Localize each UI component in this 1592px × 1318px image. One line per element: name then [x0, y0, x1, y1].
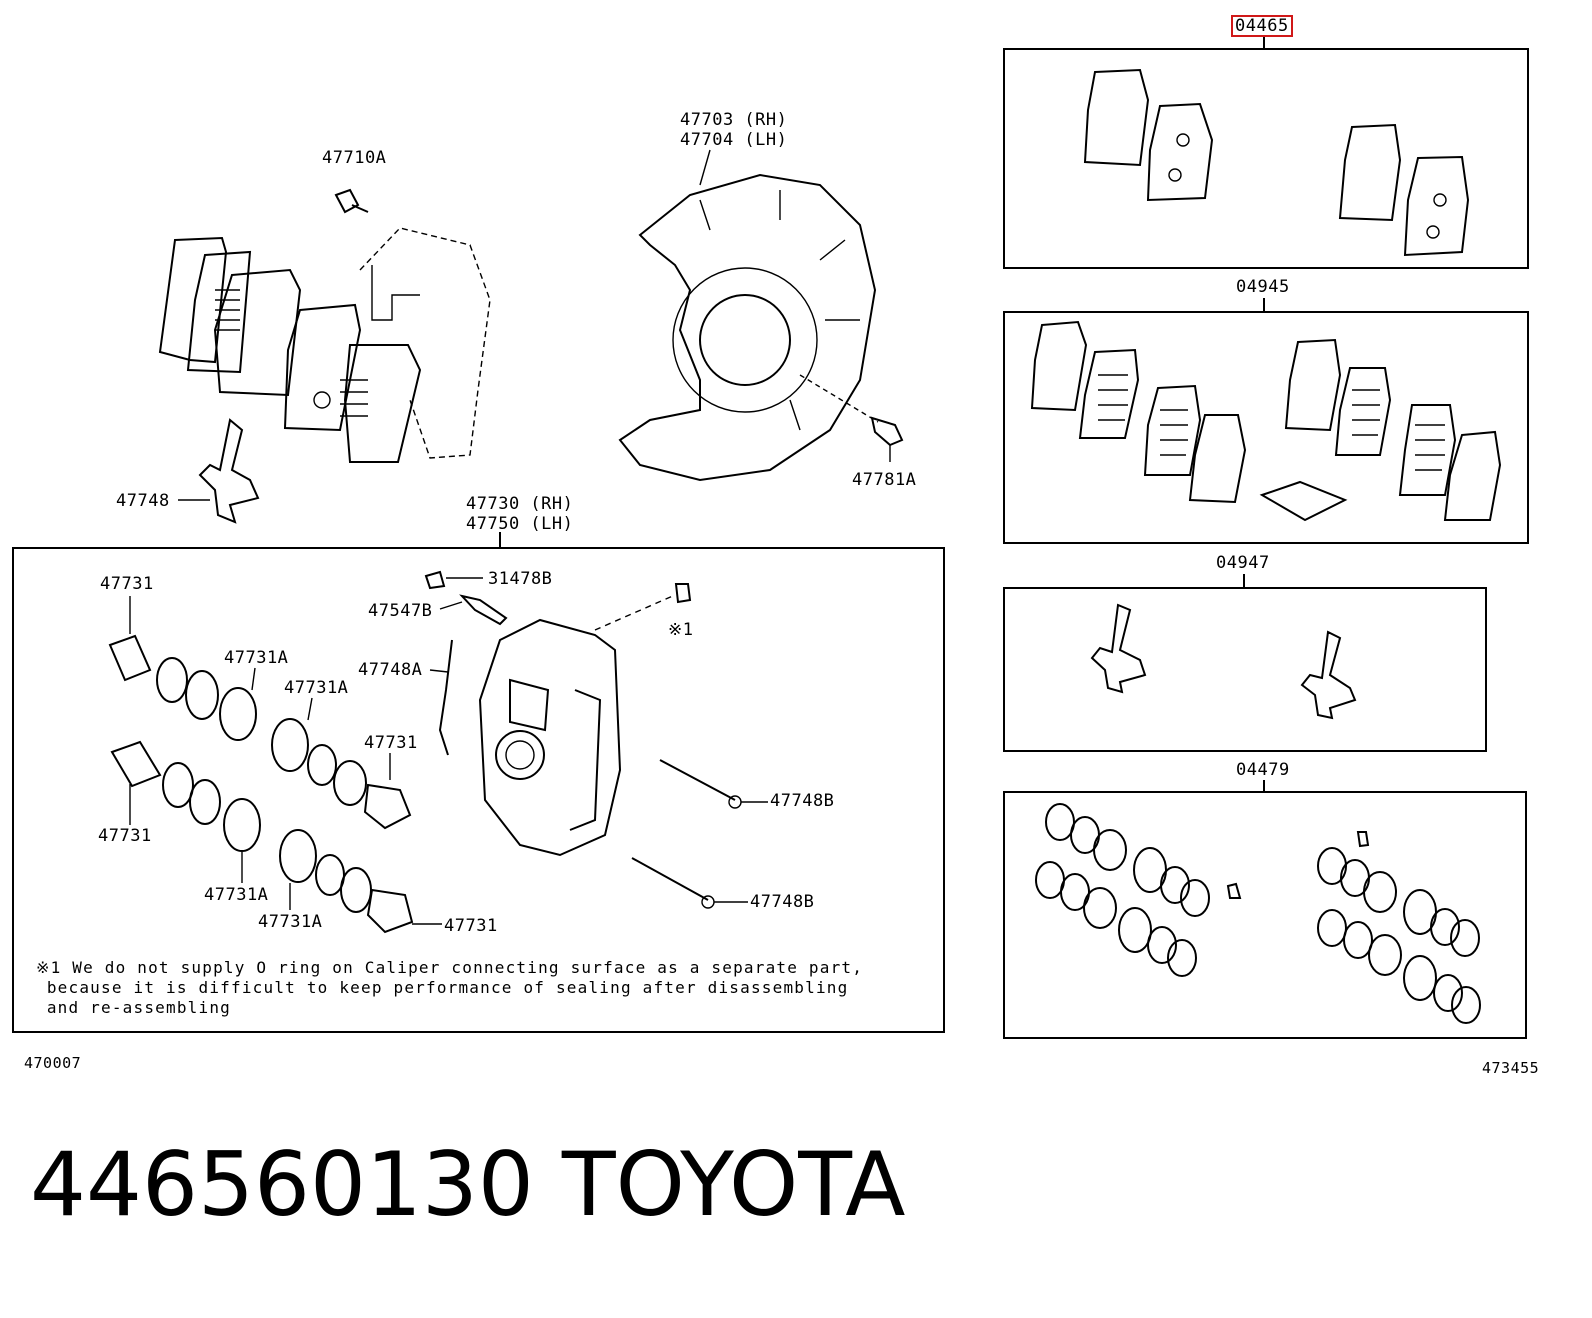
- reference-number-right: 473455: [1482, 1059, 1540, 1077]
- label-04947[interactable]: 04947: [1216, 553, 1270, 573]
- label-47731A-lower-1[interactable]: 47731A: [204, 885, 269, 905]
- label-47547B[interactable]: 47547B: [368, 601, 433, 621]
- kit-04945-frame: [1003, 311, 1529, 544]
- reference-number-left: 470007: [24, 1054, 82, 1072]
- bolt-47710A-drawing: [334, 188, 369, 214]
- part-number-title: 446560130 TOYOTA: [30, 1133, 906, 1236]
- label-47748[interactable]: 47748: [116, 491, 170, 511]
- label-47731A-upper-2[interactable]: 47731A: [284, 678, 349, 698]
- label-47710A[interactable]: 47710A: [322, 148, 387, 168]
- caliper-assembly-frame: [12, 547, 945, 1033]
- brake-pad-set-drawing: [158, 236, 422, 463]
- label-47731-mid[interactable]: 47731: [364, 733, 418, 753]
- label-47730[interactable]: 47730 (RH): [466, 494, 574, 514]
- kit-04479-frame: [1003, 791, 1527, 1039]
- kit-04465-frame: [1003, 48, 1529, 269]
- bolt-47781A-drawing: [799, 374, 904, 462]
- hub-outline-drawing: [359, 227, 491, 459]
- label-47731A-lower-2[interactable]: 47731A: [258, 912, 323, 932]
- label-04465[interactable]: 04465: [1231, 15, 1293, 37]
- label-47748A[interactable]: 47748A: [358, 660, 423, 680]
- spring-47748A-drawing: [438, 639, 453, 756]
- bleeder-and-cap-drawing: [424, 570, 692, 626]
- pins-47748B-drawing: [631, 759, 768, 909]
- label-47731-left[interactable]: 47731: [98, 826, 152, 846]
- kit-04479-seals-drawing: [1035, 803, 1481, 1024]
- label-47731-upper[interactable]: 47731: [100, 574, 154, 594]
- kit-04945-pads-drawing: [1030, 320, 1502, 522]
- kit-04465-pads-drawing: [1083, 68, 1470, 257]
- kit-04947-clips-drawing: [1090, 603, 1357, 720]
- label-oring-note-ref: ※1: [668, 620, 694, 640]
- label-47703[interactable]: 47703 (RH): [680, 110, 788, 130]
- label-47704[interactable]: 47704 (LH): [680, 130, 788, 150]
- caliper-body-drawing: [478, 594, 676, 857]
- label-47748B-lower[interactable]: 47748B: [750, 892, 815, 912]
- label-47750[interactable]: 47750 (LH): [466, 514, 574, 534]
- oring-footnote: ※1 We do not supply O ring on Caliper co…: [36, 958, 864, 1017]
- label-31478B[interactable]: 31478B: [488, 569, 553, 589]
- label-47731-lower[interactable]: 47731: [444, 916, 498, 936]
- label-47731A-upper-1[interactable]: 47731A: [224, 648, 289, 668]
- label-04945[interactable]: 04945: [1236, 277, 1290, 297]
- label-04479[interactable]: 04479: [1236, 760, 1290, 780]
- label-47781A[interactable]: 47781A: [852, 470, 917, 490]
- dust-shield-drawing: [618, 173, 877, 482]
- label-47748B-upper[interactable]: 47748B: [770, 791, 835, 811]
- kit-04947-frame: [1003, 587, 1487, 752]
- clip-47748-drawing: [198, 418, 260, 524]
- pistons-and-seals-drawing: [108, 596, 442, 934]
